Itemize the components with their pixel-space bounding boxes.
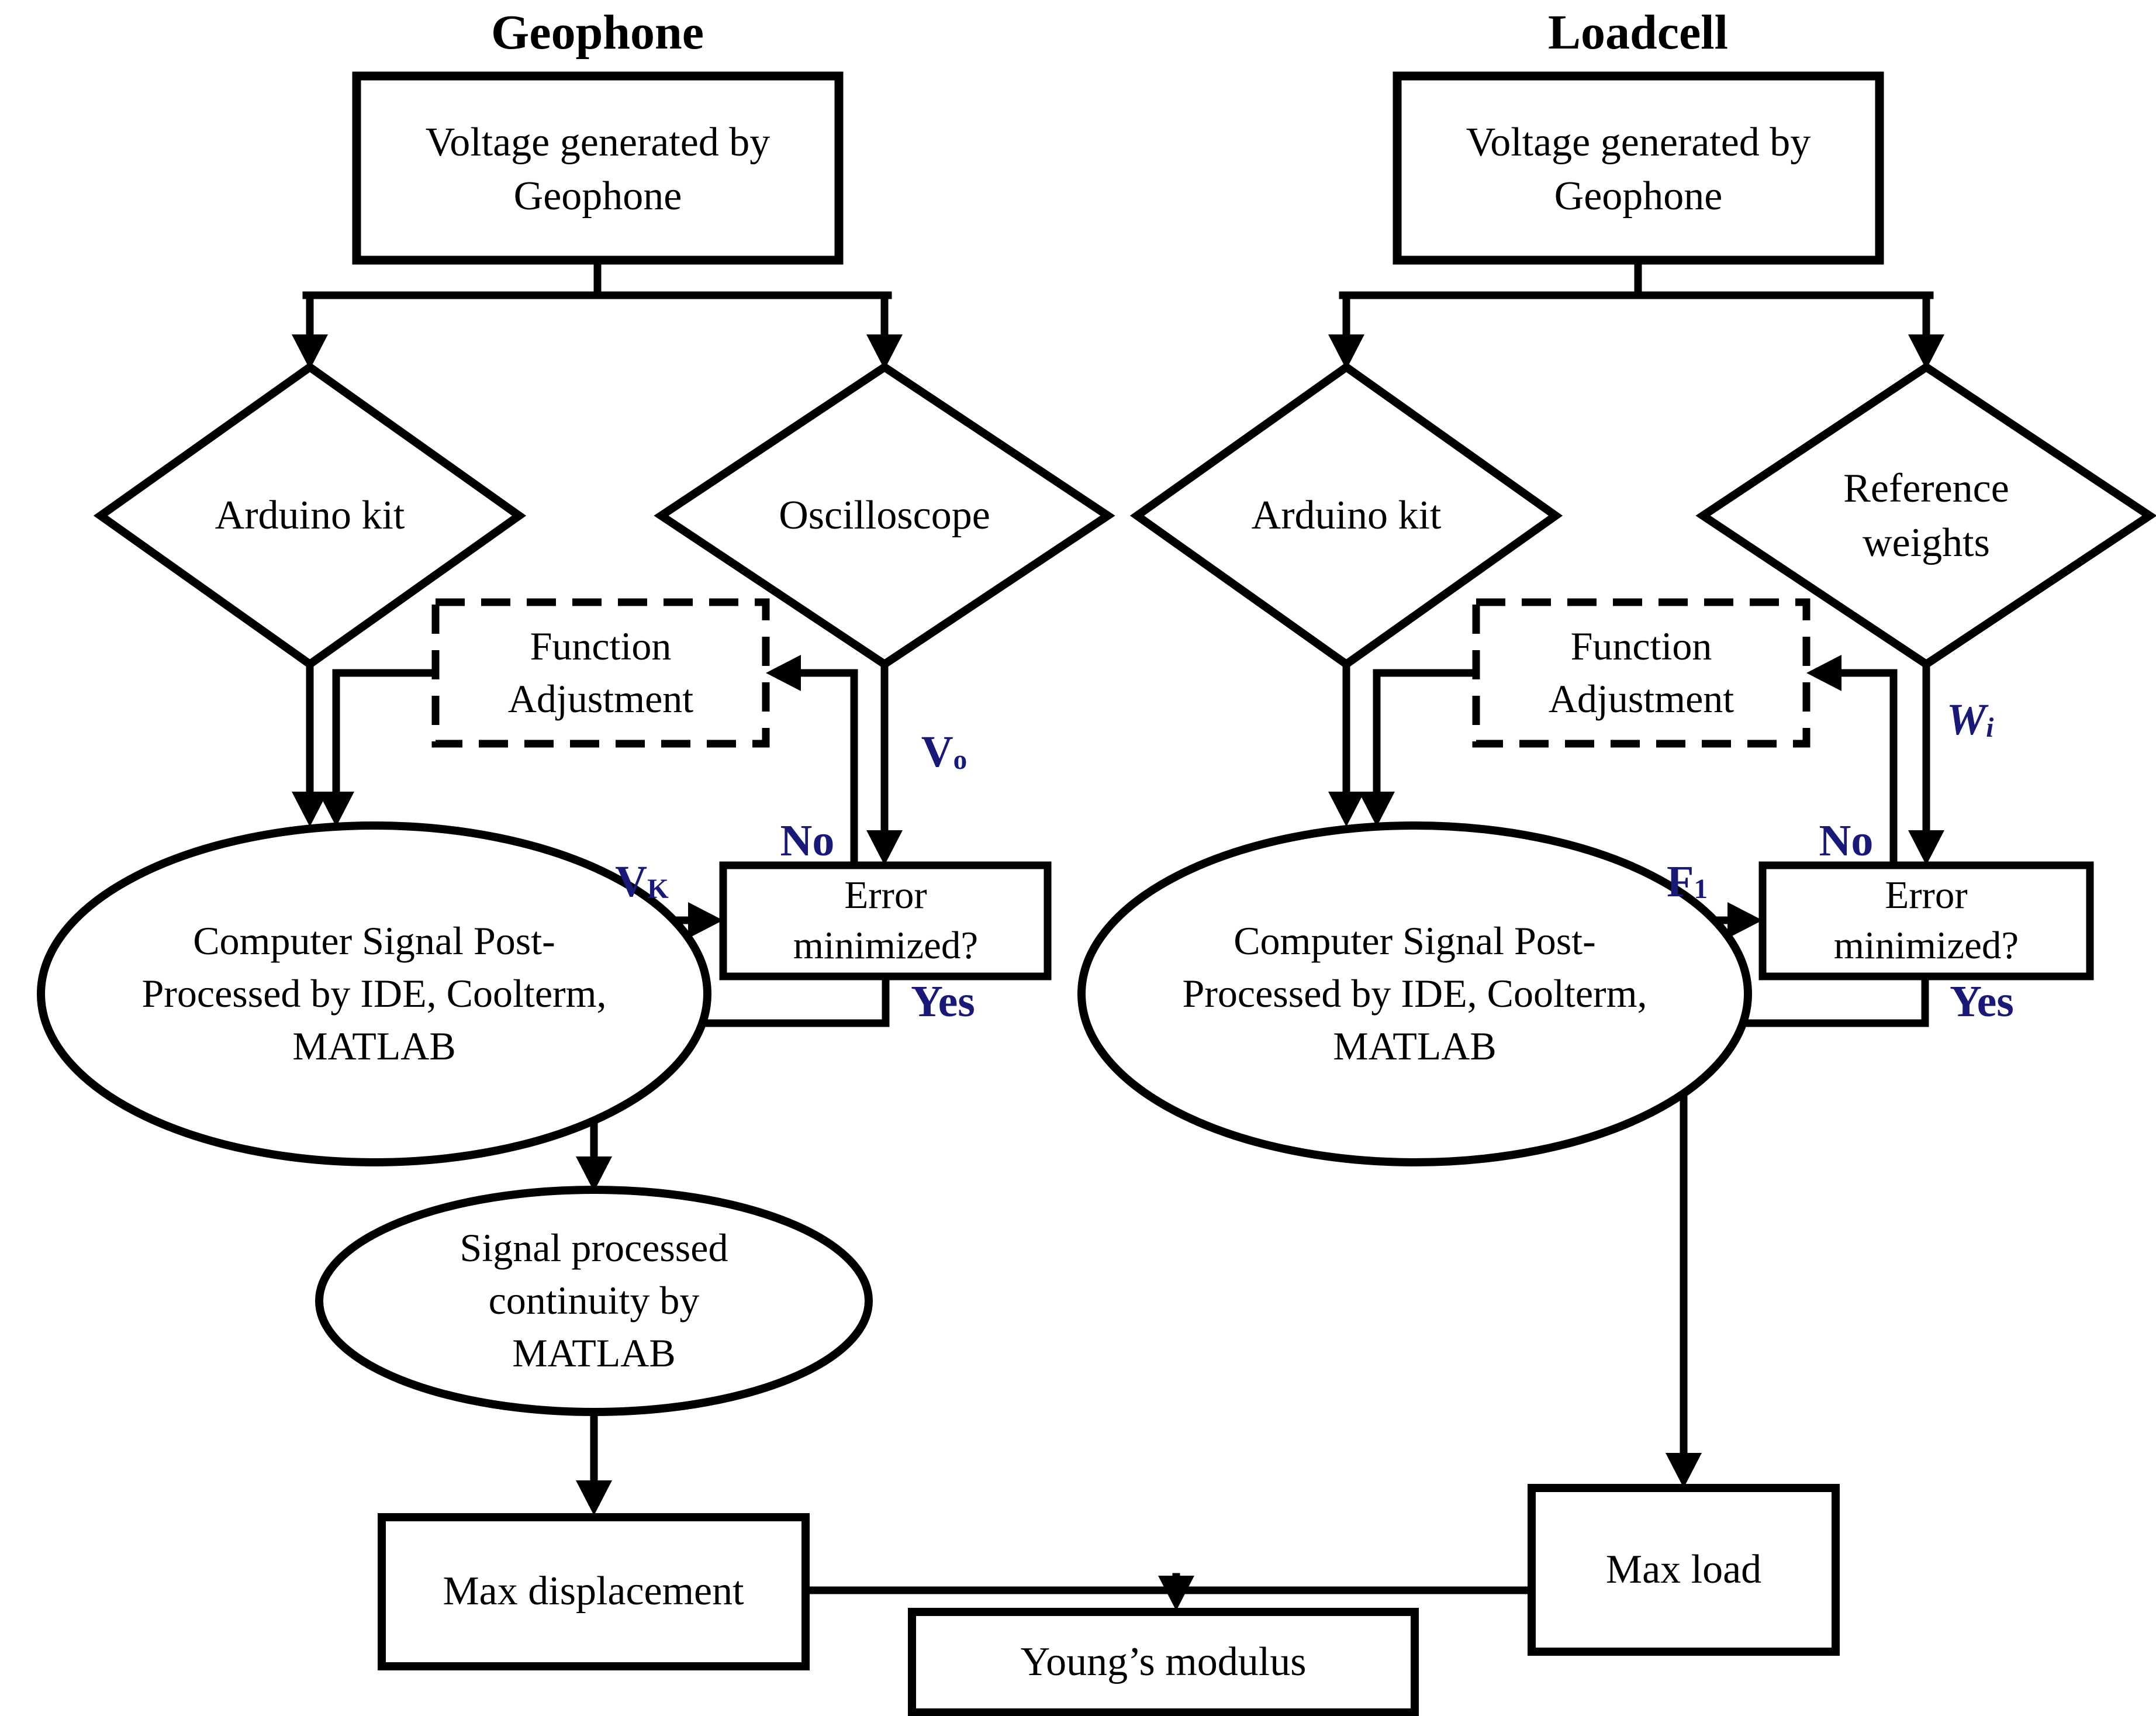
voltage-box-label-geophone: Voltage generated by Geophone — [425, 119, 771, 219]
arrowhead-left-icon — [766, 655, 801, 691]
refweights-diamond-shape — [1695, 362, 2156, 669]
process-label-geophone: Computer Signal Post-Processed by IDE, C… — [141, 919, 607, 1068]
error-label-loadcell: Error minimized? — [1833, 873, 2019, 967]
oscilloscope-label: Oscilloscope — [779, 493, 990, 538]
f1-main: F — [1667, 857, 1694, 906]
arrowhead-right-icon — [1727, 902, 1763, 938]
function-adjustment-label-geophone: Function Adjustment — [507, 624, 694, 721]
arrowheads — [292, 334, 1944, 1611]
column-title-geophone: Geophone — [490, 5, 704, 60]
max-load-box: Max load — [1539, 1494, 1829, 1646]
vk-main: V — [615, 857, 648, 906]
function-adjustment-box-geophone: Function Adjustment — [447, 609, 754, 737]
no-label-loadcell: No — [1796, 816, 1896, 865]
edge-funcadj-to-process-right — [1373, 669, 1480, 797]
function-adjustment-dashed-box-loadcell — [1472, 598, 1811, 748]
youngs-modulus-box-shape — [908, 1608, 1419, 1716]
yes-text-geophone: Yes — [911, 976, 975, 1026]
voltage-box-label-loadcell: Voltage generated by Geophone — [1466, 119, 1811, 219]
max-load-box-shape — [1528, 1484, 1840, 1656]
arrowhead-left-icon — [1806, 655, 1841, 691]
arduino-diamond-loadcell: Arduino kit — [1229, 403, 1463, 629]
edge-funcadj-to-process-left — [332, 669, 440, 797]
vk-sub: K — [647, 874, 669, 905]
arrowhead-down-icon — [1158, 1576, 1194, 1611]
max-displacement-label: Max displacement — [443, 1569, 744, 1614]
max-displacement-box-shape — [378, 1513, 810, 1670]
no-text-geophone: No — [780, 816, 835, 865]
wi-sub: i — [1986, 712, 1994, 743]
arduino-diamond-shape-loadcell — [1129, 362, 1563, 669]
column-title-loadcell: Loadcell — [1548, 5, 1728, 60]
arrowhead-right-icon — [688, 902, 723, 938]
yes-text-loadcell: Yes — [1950, 976, 2014, 1026]
yes-label-loadcell: Yes — [1929, 976, 2034, 1027]
yes-label-geophone: Yes — [890, 976, 996, 1027]
function-adjustment-box-loadcell: Function Adjustment — [1488, 609, 1795, 737]
arrowhead-down-icon — [1908, 334, 1944, 370]
process-label-loadcell: Computer Signal Post-Processed by IDE, C… — [1182, 919, 1647, 1068]
arrowhead-down-icon — [866, 334, 903, 370]
voltage-box-loadcell: Voltage generated by Geophone — [1415, 85, 1862, 254]
arduino-diamond-shape-geophone — [93, 362, 527, 669]
oscilloscope-diamond-shape — [654, 362, 1115, 669]
edge-no-feedback-right — [1836, 669, 1898, 869]
arrowhead-down-icon — [292, 792, 328, 827]
voltage-box-shape-geophone — [352, 71, 844, 265]
error-box-shape-loadcell — [1758, 861, 2094, 980]
oscilloscope-diamond: Oscilloscope — [690, 403, 1079, 629]
error-box-loadcell: Error minimized? — [1795, 870, 2058, 972]
error-label-geophone: Error minimized? — [793, 873, 979, 967]
arrowhead-down-icon — [1908, 830, 1944, 865]
max-displacement-box: Max displacement — [389, 1523, 798, 1660]
no-label-geophone: No — [758, 816, 857, 865]
voltage-box-shape-loadcell — [1393, 71, 1884, 265]
signal-ellipse-label: Signal processed continuity by MATLAB — [459, 1225, 728, 1375]
refweights-diamond: Reference weights — [1798, 403, 2055, 629]
process-ellipse-loadcell: Computer Signal Post-Processed by IDE, C… — [1181, 851, 1649, 1137]
error-box-geophone: Error minimized? — [754, 870, 1017, 972]
edge-yes-right — [1680, 972, 1929, 1458]
process-ellipse-geophone: Computer Signal Post-Processed by IDE, C… — [140, 851, 608, 1137]
vo-sub: o — [953, 744, 968, 775]
arduino-label-geophone: Arduino kit — [215, 493, 405, 538]
process-ellipse-shape-loadcell — [1077, 821, 1752, 1166]
youngs-modulus-box: Young’s modulus — [919, 1617, 1408, 1708]
refweights-label: Reference weights — [1843, 466, 2009, 565]
edge-no-feedback-left — [796, 669, 858, 869]
error-box-shape-geophone — [719, 861, 1052, 980]
arrowhead-down-icon — [1359, 792, 1395, 827]
arrowhead-down-icon — [1328, 792, 1364, 827]
youngs-modulus-label: Young’s modulus — [1020, 1639, 1307, 1684]
arrowhead-down-icon — [1328, 334, 1364, 370]
f1-sub: 1 — [1694, 874, 1708, 905]
function-adjustment-label-loadcell: Function Adjustment — [1548, 624, 1735, 721]
arrowhead-down-icon — [292, 334, 328, 370]
arrowhead-down-icon — [318, 792, 354, 827]
function-adjustment-dashed-box-geophone — [431, 598, 770, 748]
wi-main: W — [1946, 695, 1986, 744]
voltage-box-geophone: Voltage generated by Geophone — [374, 85, 821, 254]
arrowhead-down-icon — [576, 1480, 612, 1515]
arrowhead-down-icon — [1666, 1453, 1702, 1488]
signal-ellipse: Signal processed continuity by MATLAB — [407, 1201, 781, 1400]
arrowhead-down-icon — [576, 1156, 612, 1192]
max-load-label: Max load — [1605, 1546, 1762, 1592]
arduino-diamond-geophone: Arduino kit — [193, 403, 427, 629]
signal-ellipse-shape — [315, 1186, 873, 1416]
process-ellipse-shape-geophone — [37, 821, 711, 1166]
vo-main: V — [921, 727, 953, 776]
no-text-loadcell: No — [1819, 816, 1874, 865]
arduino-label-loadcell: Arduino kit — [1251, 493, 1442, 538]
arrowhead-down-icon — [866, 830, 903, 865]
